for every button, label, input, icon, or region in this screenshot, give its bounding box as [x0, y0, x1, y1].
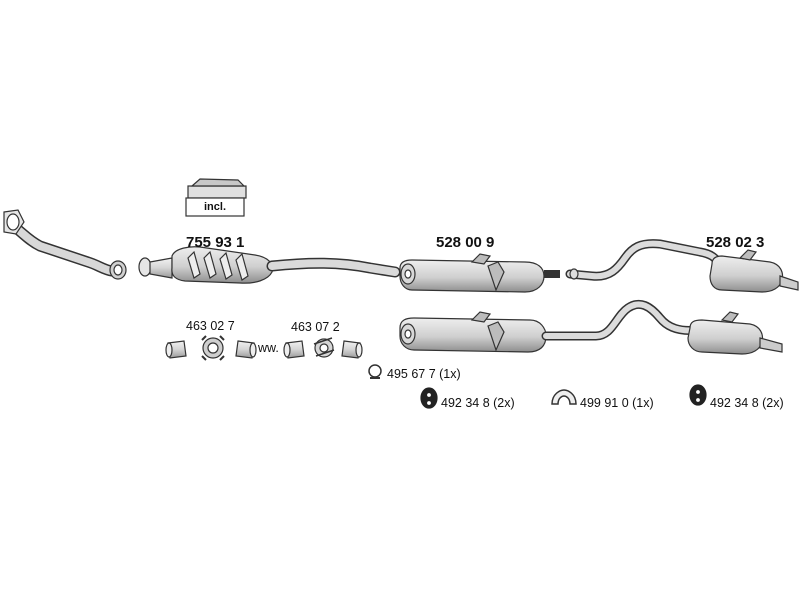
- front-downpipe: [3, 209, 127, 280]
- ring-accessory-label: 499 91 0 (1x): [580, 396, 654, 410]
- clamp-icon: [368, 364, 382, 379]
- front-silencer-part-number: 528 00 9: [436, 234, 495, 251]
- front-silencer-part: [399, 253, 560, 293]
- rubber-mount-icon-left: [420, 387, 438, 409]
- mount-right-accessory-label: 492 34 8 (2x): [710, 396, 784, 410]
- assembled-system-drawing: [399, 299, 783, 355]
- rear-silencer-part: [565, 239, 799, 293]
- catalyst-part: [138, 246, 401, 284]
- clamp-set-2-drawing: [283, 337, 363, 359]
- clamp-accessory-label: 495 67 7 (1x): [387, 367, 461, 381]
- sealing-ring-icon: [551, 389, 577, 405]
- mount-left-accessory-label: 492 34 8 (2x): [441, 396, 515, 410]
- catalyst-part-number: 755 93 1: [186, 234, 245, 251]
- clamp-set-2-number: 463 07 2: [291, 320, 340, 334]
- clamp-set-1-drawing: [165, 335, 257, 361]
- connector-text: ww.: [258, 341, 279, 355]
- included-bracket-icon: [185, 178, 247, 217]
- rubber-mount-icon-right: [689, 384, 707, 406]
- rear-silencer-part-number: 528 02 3: [706, 234, 765, 251]
- clamp-set-1-number: 463 02 7: [186, 319, 235, 333]
- included-badge: incl.: [204, 201, 227, 213]
